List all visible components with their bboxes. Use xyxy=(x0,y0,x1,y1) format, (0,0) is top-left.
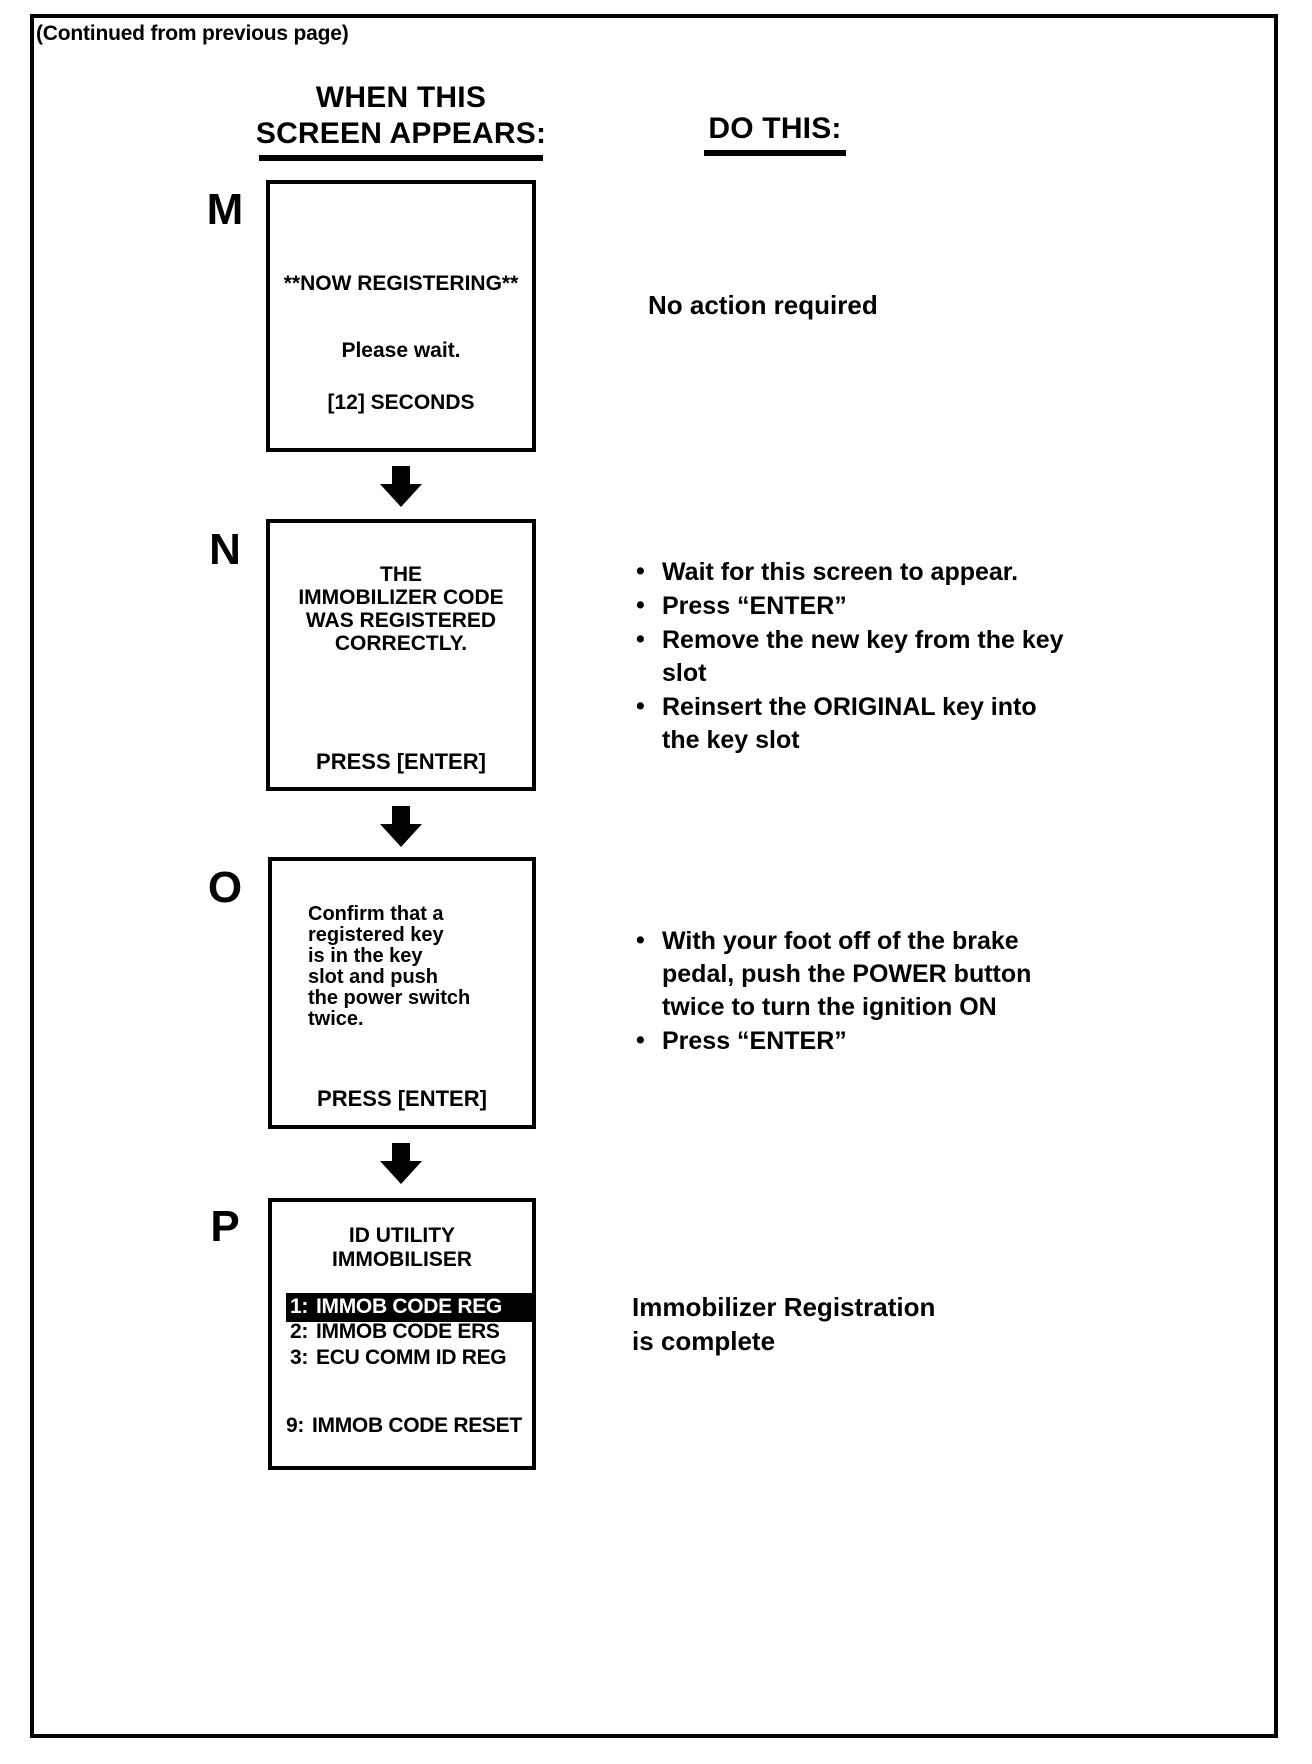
page-border xyxy=(30,14,1278,1738)
screen-p-menu-item-9-label: IMMOB CODE RESET xyxy=(312,1414,522,1437)
screen-p-menu-item-2[interactable]: 2: IMMOB CODE ERS xyxy=(290,1320,530,1344)
screen-p-menu-item-3[interactable]: 3: ECU COMM ID REG xyxy=(290,1346,530,1370)
device-screen-n: THE IMMOBILIZER CODE WAS REGISTERED CORR… xyxy=(266,519,536,791)
column-header-line2: SCREEN APPEARS: xyxy=(255,117,547,150)
instruction-o-bullets: With your foot off of the brake pedal, p… xyxy=(632,924,1072,1058)
screen-o-line-5: the power switch xyxy=(308,987,471,1009)
header-underline-left xyxy=(259,155,543,161)
screen-p-menu-item-2-label: IMMOB CODE ERS xyxy=(316,1320,500,1343)
continued-from-previous-page-note: (Continued from previous page) xyxy=(36,22,349,45)
screen-n-line-4: CORRECTLY. xyxy=(334,632,468,655)
instruction-n-bullet-3: Remove the new key from the key slot xyxy=(632,623,1072,690)
header-underline-right xyxy=(704,150,846,156)
instruction-o: With your foot off of the brake pedal, p… xyxy=(632,924,1072,1059)
screen-o-footer: PRESS [ENTER] xyxy=(317,1086,487,1111)
instruction-n-bullet-4: Reinsert the ORIGINAL key into the key s… xyxy=(632,690,1072,757)
instruction-o-bullet-1: With your foot off of the brake pedal, p… xyxy=(632,924,1072,1024)
screen-p-title-line1: ID UTILITY xyxy=(348,1224,456,1247)
screen-m-line-2: Please wait. xyxy=(341,339,461,362)
column-header-when-this-screen-appears: WHEN THIS SCREEN APPEARS: xyxy=(246,80,556,161)
instruction-p: Immobilizer Registration is complete xyxy=(632,1290,1072,1358)
screen-o-line-2: registered key xyxy=(308,924,444,946)
screen-p-menu-item-9-number: 9: xyxy=(286,1414,305,1437)
instruction-n-bullets: Wait for this screen to appear. Press “E… xyxy=(632,555,1072,757)
step-letter-n: N xyxy=(209,525,241,574)
step-letter-o: O xyxy=(207,863,243,912)
screen-p-title-line2: IMMOBILISER xyxy=(332,1248,472,1271)
screen-o-line-1: Confirm that a xyxy=(308,903,444,925)
instruction-o-bullet-2: Press “ENTER” xyxy=(632,1024,1072,1058)
screen-p-menu-item-1[interactable]: 1: IMMOB CODE REG xyxy=(286,1293,534,1322)
instruction-p-line1: Immobilizer Registration xyxy=(632,1292,936,1322)
screen-o-line-3: is in the key xyxy=(308,945,423,967)
column-header-line1: WHEN THIS xyxy=(315,81,487,114)
column-header-do-this: DO THIS: xyxy=(620,111,930,156)
screen-p-menu-item-1-number: 1: xyxy=(290,1295,309,1318)
screen-p-menu-item-2-number: 2: xyxy=(290,1320,309,1343)
screen-p-menu-item-1-label: IMMOB CODE REG xyxy=(316,1295,502,1318)
device-screen-o: Confirm that a registered key is in the … xyxy=(268,857,536,1129)
screen-p-menu-item-3-label: ECU COMM ID REG xyxy=(316,1346,507,1369)
screen-n-footer: PRESS [ENTER] xyxy=(316,749,486,774)
device-screen-p: ID UTILITY IMMOBILISER 1:IMMOB CODE REG … xyxy=(268,1198,536,1470)
screen-p-menu-item-3-number: 3: xyxy=(290,1346,309,1369)
screen-m-line-3: [12] SECONDS xyxy=(327,391,475,414)
screen-m-line-1: **NOW REGISTERING** xyxy=(283,272,519,295)
screen-o-line-4: slot and push xyxy=(308,966,438,988)
device-screen-m: **NOW REGISTERING** Please wait. [12] SE… xyxy=(266,180,536,452)
instruction-n: Wait for this screen to appear. Press “E… xyxy=(632,555,1072,758)
step-letter-m: M xyxy=(206,185,244,234)
screen-n-line-3: WAS REGISTERED xyxy=(305,609,497,632)
instruction-p-line2: is complete xyxy=(632,1326,776,1356)
screen-o-line-6: twice. xyxy=(308,1008,364,1030)
down-arrow-icon-o-to-p xyxy=(378,1143,424,1185)
instruction-m-text: No action required xyxy=(648,290,878,320)
screen-p-menu-item-9[interactable]: 9: IMMOB CODE RESET xyxy=(286,1414,534,1438)
down-arrow-icon-n-to-o xyxy=(378,806,424,848)
column-header-right-label: DO THIS: xyxy=(708,112,842,145)
instruction-m: No action required xyxy=(648,288,1068,322)
step-letter-p: P xyxy=(210,1202,240,1251)
instruction-n-bullet-2: Press “ENTER” xyxy=(632,589,1072,623)
down-arrow-icon-m-to-n xyxy=(378,466,424,508)
instruction-n-bullet-1: Wait for this screen to appear. xyxy=(632,555,1072,589)
screen-n-line-1: THE xyxy=(380,563,422,586)
screen-n-line-2: IMMOBILIZER CODE xyxy=(298,586,504,609)
